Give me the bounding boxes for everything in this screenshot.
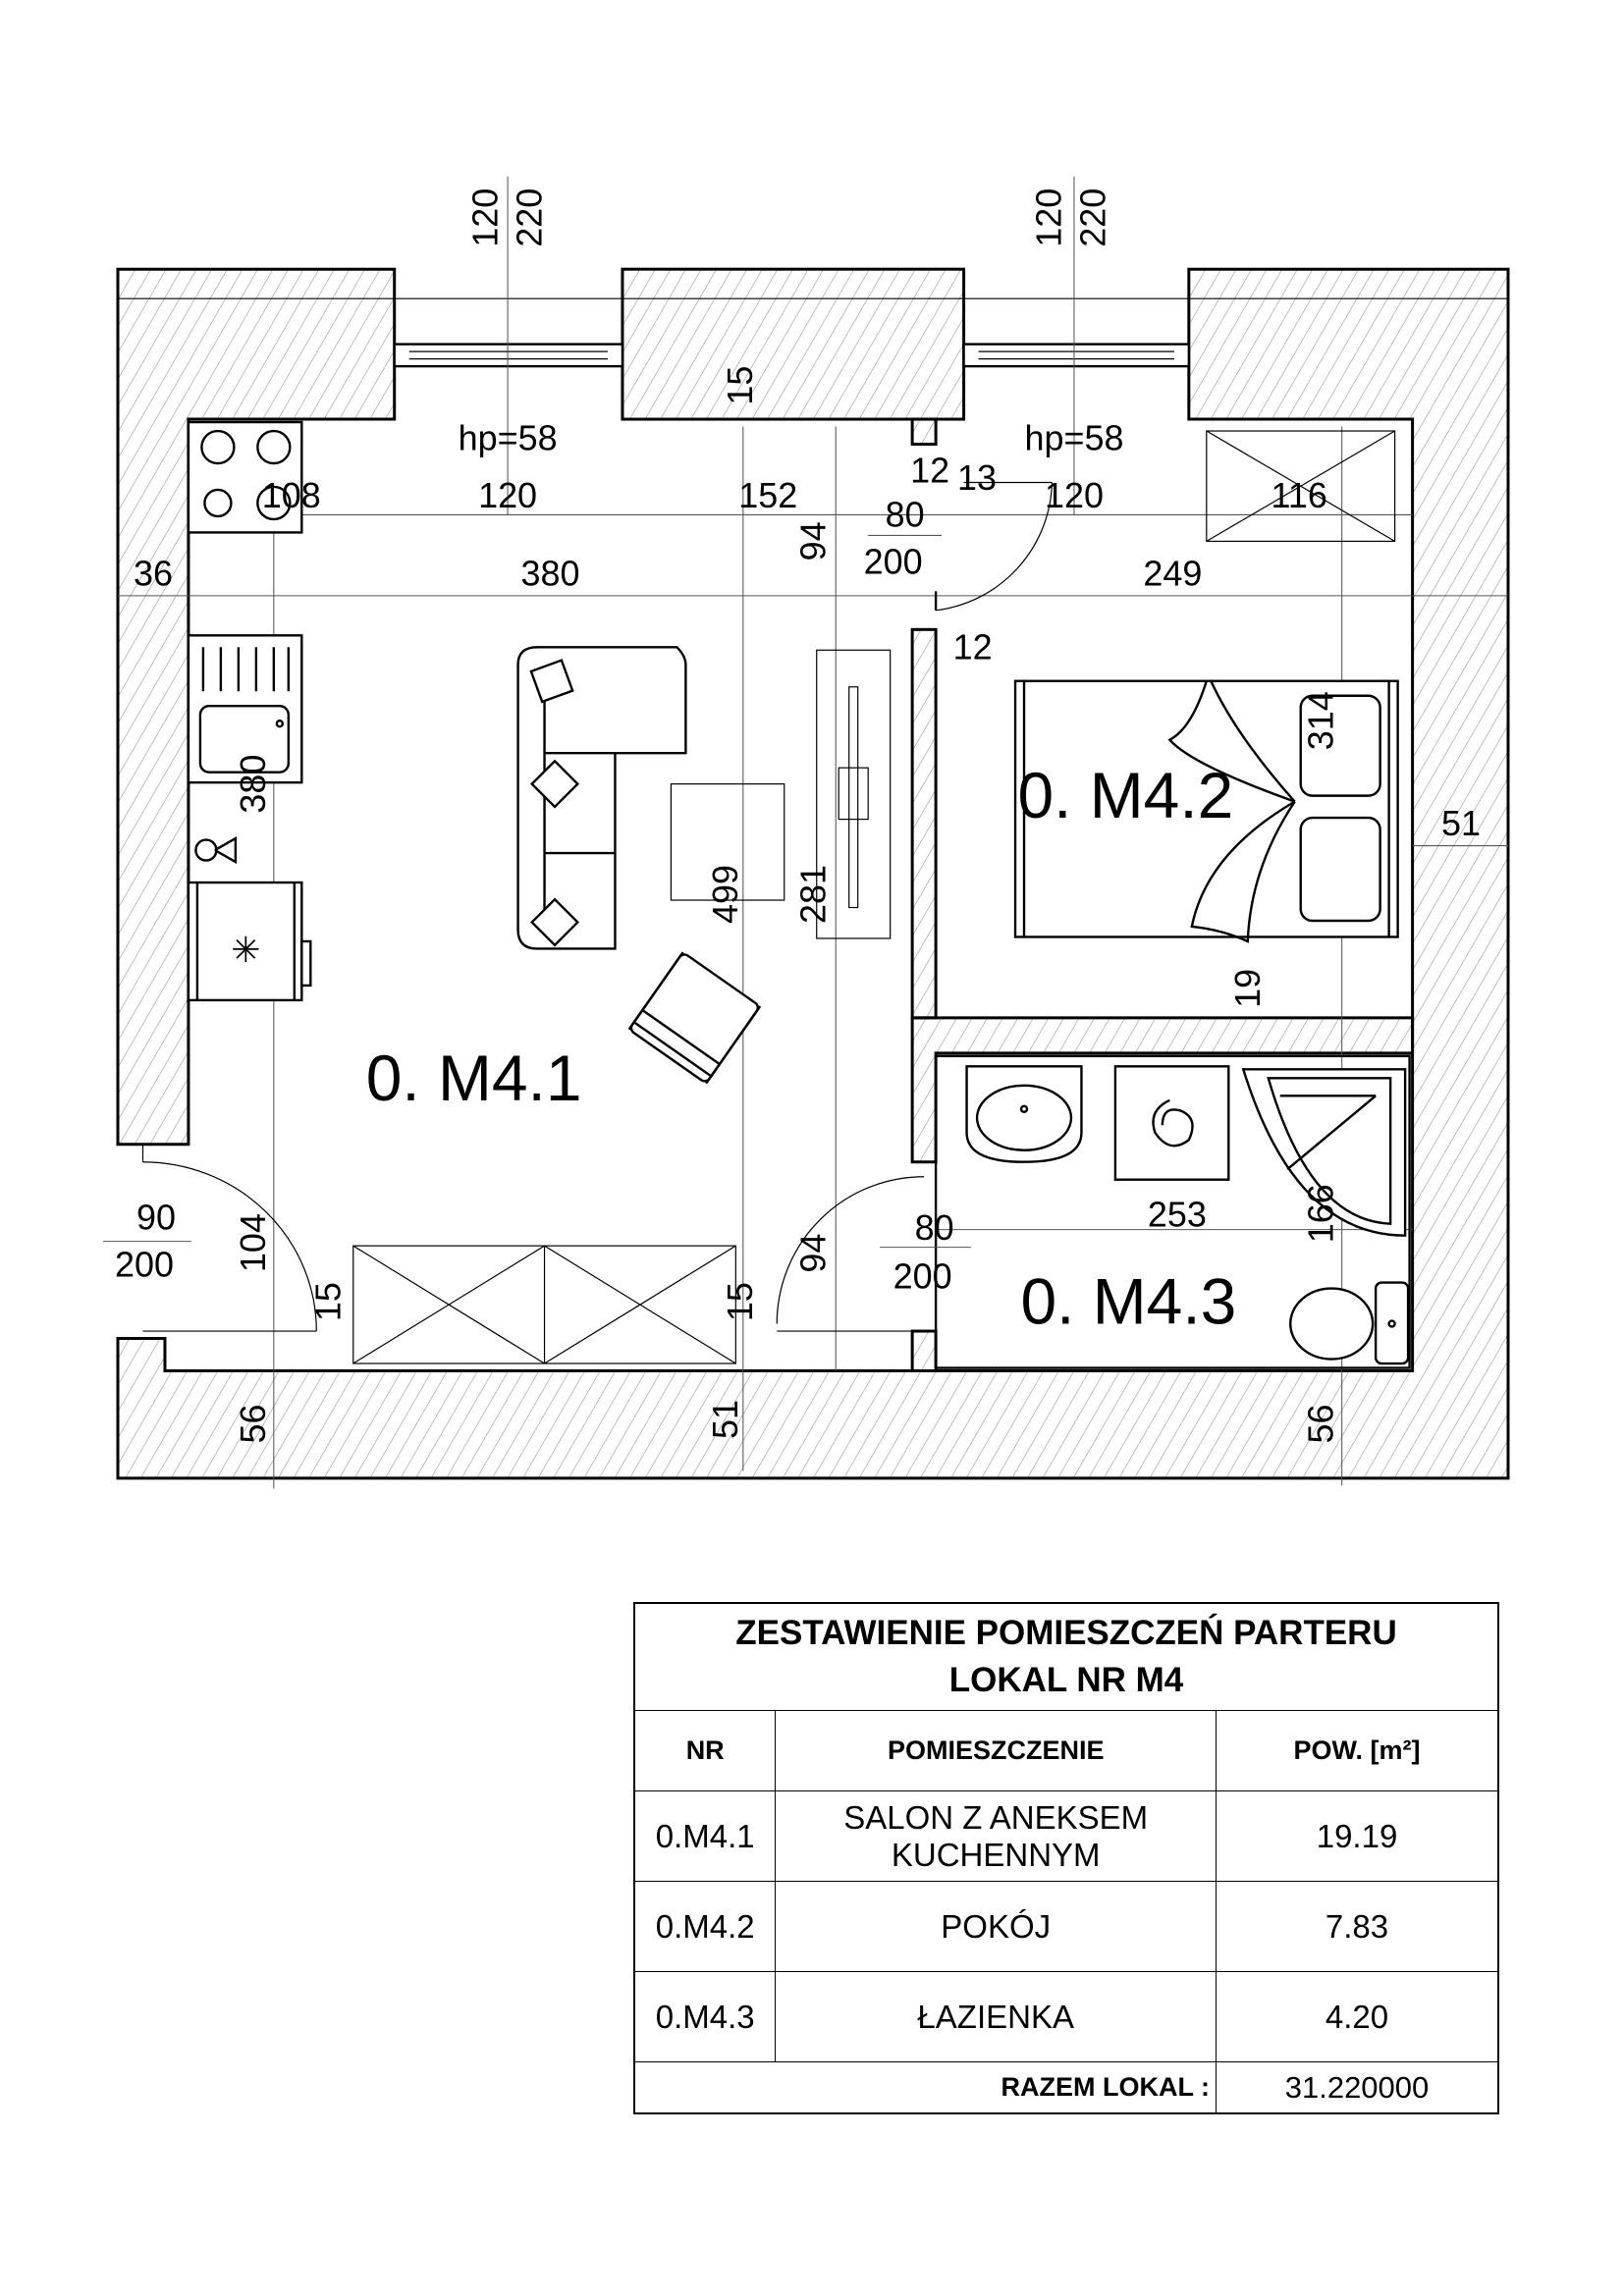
cell-area: 19.19 <box>1216 1790 1499 1882</box>
sofa <box>516 646 687 950</box>
window-1-sill: hp=58 <box>459 418 558 458</box>
window-1-width: 120 <box>465 188 506 247</box>
bath-door-width: 80 <box>915 1207 954 1248</box>
bedroom-door <box>934 481 1054 612</box>
header-area: POW. [m²] <box>1216 1710 1499 1791</box>
cell-room: ŁAZIENKA <box>775 1971 1217 2062</box>
header-nr: NR <box>633 1710 777 1791</box>
bathroom-door <box>776 1161 937 1332</box>
dim-label: 120 <box>478 475 537 515</box>
kitchen-hob <box>187 420 303 534</box>
room-name-line1: SALON Z ANEKSEM <box>843 1798 1149 1836</box>
dim-label: 15 <box>307 1282 348 1321</box>
bedroom-west-wall <box>910 627 938 1020</box>
dim-label: 56 <box>1301 1404 1341 1443</box>
cell-area: 7.83 <box>1216 1881 1499 1972</box>
window-1-height: 220 <box>510 188 550 247</box>
total-value: 31.220000 <box>1216 2061 1499 2114</box>
dim-label: 12 <box>910 450 949 490</box>
dim-label: 94 <box>793 1234 834 1273</box>
dim-label: 56 <box>233 1404 273 1443</box>
dim-label: 12 <box>953 626 993 667</box>
dim-label: 380 <box>521 553 580 593</box>
dim-label: 15 <box>720 1282 760 1321</box>
table-title-line2: LOKAL NR M4 <box>948 1661 1184 1699</box>
dim-label: 36 <box>134 553 173 593</box>
table-row: 0.M4.3 ŁAZIENKA 4.20 <box>633 1971 1499 2062</box>
dim-label: 51 <box>705 1400 745 1439</box>
dim-label: 499 <box>705 865 745 924</box>
cell-nr: 0.M4.2 <box>633 1881 777 1972</box>
total-label: RAZEM LOKAL : <box>633 2061 1217 2114</box>
dim-label: 13 <box>957 457 997 498</box>
cell-room: POKÓJ <box>775 1881 1217 1972</box>
table-title: ZESTAWIENIE POMIESZCZEŃ PARTERU LOKAL NR… <box>633 1602 1499 1711</box>
dim-label: 51 <box>1441 803 1481 843</box>
dim-label: 108 <box>262 475 321 515</box>
dim-label: 19 <box>1227 969 1268 1008</box>
kitchen-sink <box>187 634 303 784</box>
dim-label: 314 <box>1301 691 1341 750</box>
cell-area: 4.20 <box>1216 1971 1499 2062</box>
dim-label: 166 <box>1301 1184 1341 1243</box>
snowflake-icon: ✳ <box>231 930 260 970</box>
shower <box>1241 1068 1407 1237</box>
entry-door-height: 200 <box>115 1245 174 1285</box>
dim-label: 15 <box>720 366 760 405</box>
washing-machine <box>1113 1065 1230 1181</box>
pillar <box>910 417 938 447</box>
washbasin <box>965 1065 1083 1163</box>
bedroom-door-height: 200 <box>864 541 923 581</box>
table-row: 0.M4.2 POKÓJ 7.83 <box>633 1881 1499 1972</box>
window-niche-radiator <box>352 1245 736 1364</box>
wardrobe <box>1206 430 1396 543</box>
window-2 <box>962 343 1191 368</box>
window-2-sill: hp=58 <box>1024 418 1123 458</box>
entry-door-width: 90 <box>136 1198 176 1238</box>
tv-console <box>816 649 892 939</box>
room-label-living: 0. M4.1 <box>366 1041 582 1114</box>
window-2-width: 120 <box>1028 188 1068 247</box>
wall-top-left <box>116 267 397 1147</box>
room-label-bedroom: 0. M4.2 <box>1018 759 1234 831</box>
window-1 <box>393 343 624 368</box>
cell-nr: 0.M4.1 <box>633 1790 777 1882</box>
entry-door <box>141 1144 317 1332</box>
dim-label: 94 <box>793 521 834 561</box>
dim-label: 281 <box>793 865 834 924</box>
dim-label: 104 <box>233 1213 273 1272</box>
dim-label: 152 <box>738 475 797 515</box>
room-schedule-table: ZESTAWIENIE POMIESZCZEŃ PARTERU LOKAL NR… <box>633 1602 1499 2114</box>
walls <box>116 267 1510 1480</box>
window-2-height: 220 <box>1072 188 1112 247</box>
bathroom-pier <box>910 1329 938 1373</box>
room-label-bathroom: 0. M4.3 <box>1021 1265 1237 1338</box>
bedroom-door-width: 80 <box>886 494 925 534</box>
cell-nr: 0.M4.3 <box>633 1971 777 2062</box>
table-title-line1: ZESTAWIENIE POMIESZCZEŃ PARTERU <box>735 1614 1397 1652</box>
coffee-table <box>670 783 785 901</box>
dim-label: 120 <box>1045 475 1104 515</box>
dimension-labels: 108 120 152 12 13 120 116 80 200 36 380 … <box>103 366 1481 1443</box>
bath-door-height: 200 <box>893 1256 952 1297</box>
table-total-row: RAZEM LOKAL : 31.220000 <box>633 2061 1499 2114</box>
wall-right-bottom <box>116 267 1510 1480</box>
dim-label: 116 <box>1271 475 1327 515</box>
header-room: POMIESZCZENIE <box>775 1710 1217 1791</box>
wall-top-middle <box>621 267 966 421</box>
bathroom-outline <box>934 1054 1411 1369</box>
room-name-line2: KUCHENNYM <box>891 1836 1101 1873</box>
toilet <box>1289 1281 1410 1365</box>
dim-label: 249 <box>1143 553 1202 593</box>
fridge: ✳ <box>187 881 312 1002</box>
faucet-icon <box>194 836 238 865</box>
armchair <box>627 951 762 1085</box>
bed <box>1013 679 1399 943</box>
bathroom-walls <box>910 1016 1415 1164</box>
dim-label: 380 <box>233 755 273 814</box>
dim-label: 253 <box>1148 1195 1207 1235</box>
